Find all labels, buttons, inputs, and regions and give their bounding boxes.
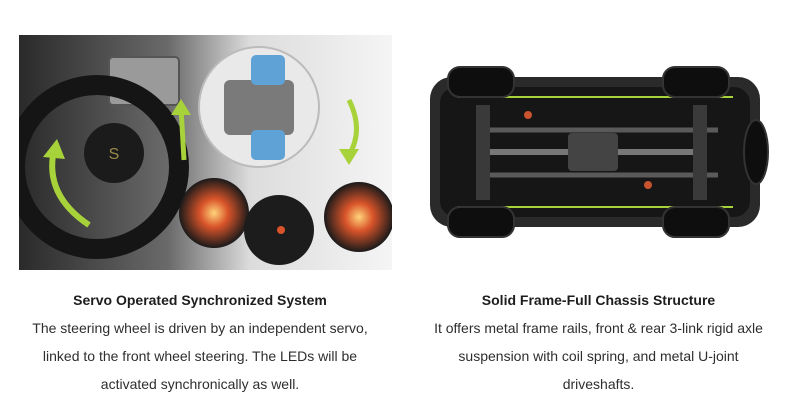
description-line: linked to the front wheel steering. The … (42, 348, 358, 364)
description-line: It offers metal frame rails, front & rea… (434, 320, 763, 336)
description-line: The steering wheel is driven by an indep… (32, 320, 368, 336)
feature-description: The steering wheel is driven by an indep… (0, 314, 400, 398)
description-line: suspension with coil spring, and metal U… (458, 348, 739, 364)
feature-title: Servo Operated Synchronized System (73, 292, 327, 308)
steering-illustration: S (19, 35, 392, 270)
description-line: driveshafts. (562, 376, 635, 392)
chassis-illustration (430, 66, 769, 238)
svg-text:S: S (109, 146, 120, 163)
description-line: activated synchronically as well. (100, 376, 300, 392)
feature-title: Solid Frame-Full Chassis Structure (481, 292, 716, 308)
chassis-photo (418, 35, 771, 270)
servo-steering-photo: S (19, 35, 392, 270)
feature-description: It offers metal frame rails, front & rea… (400, 314, 797, 398)
